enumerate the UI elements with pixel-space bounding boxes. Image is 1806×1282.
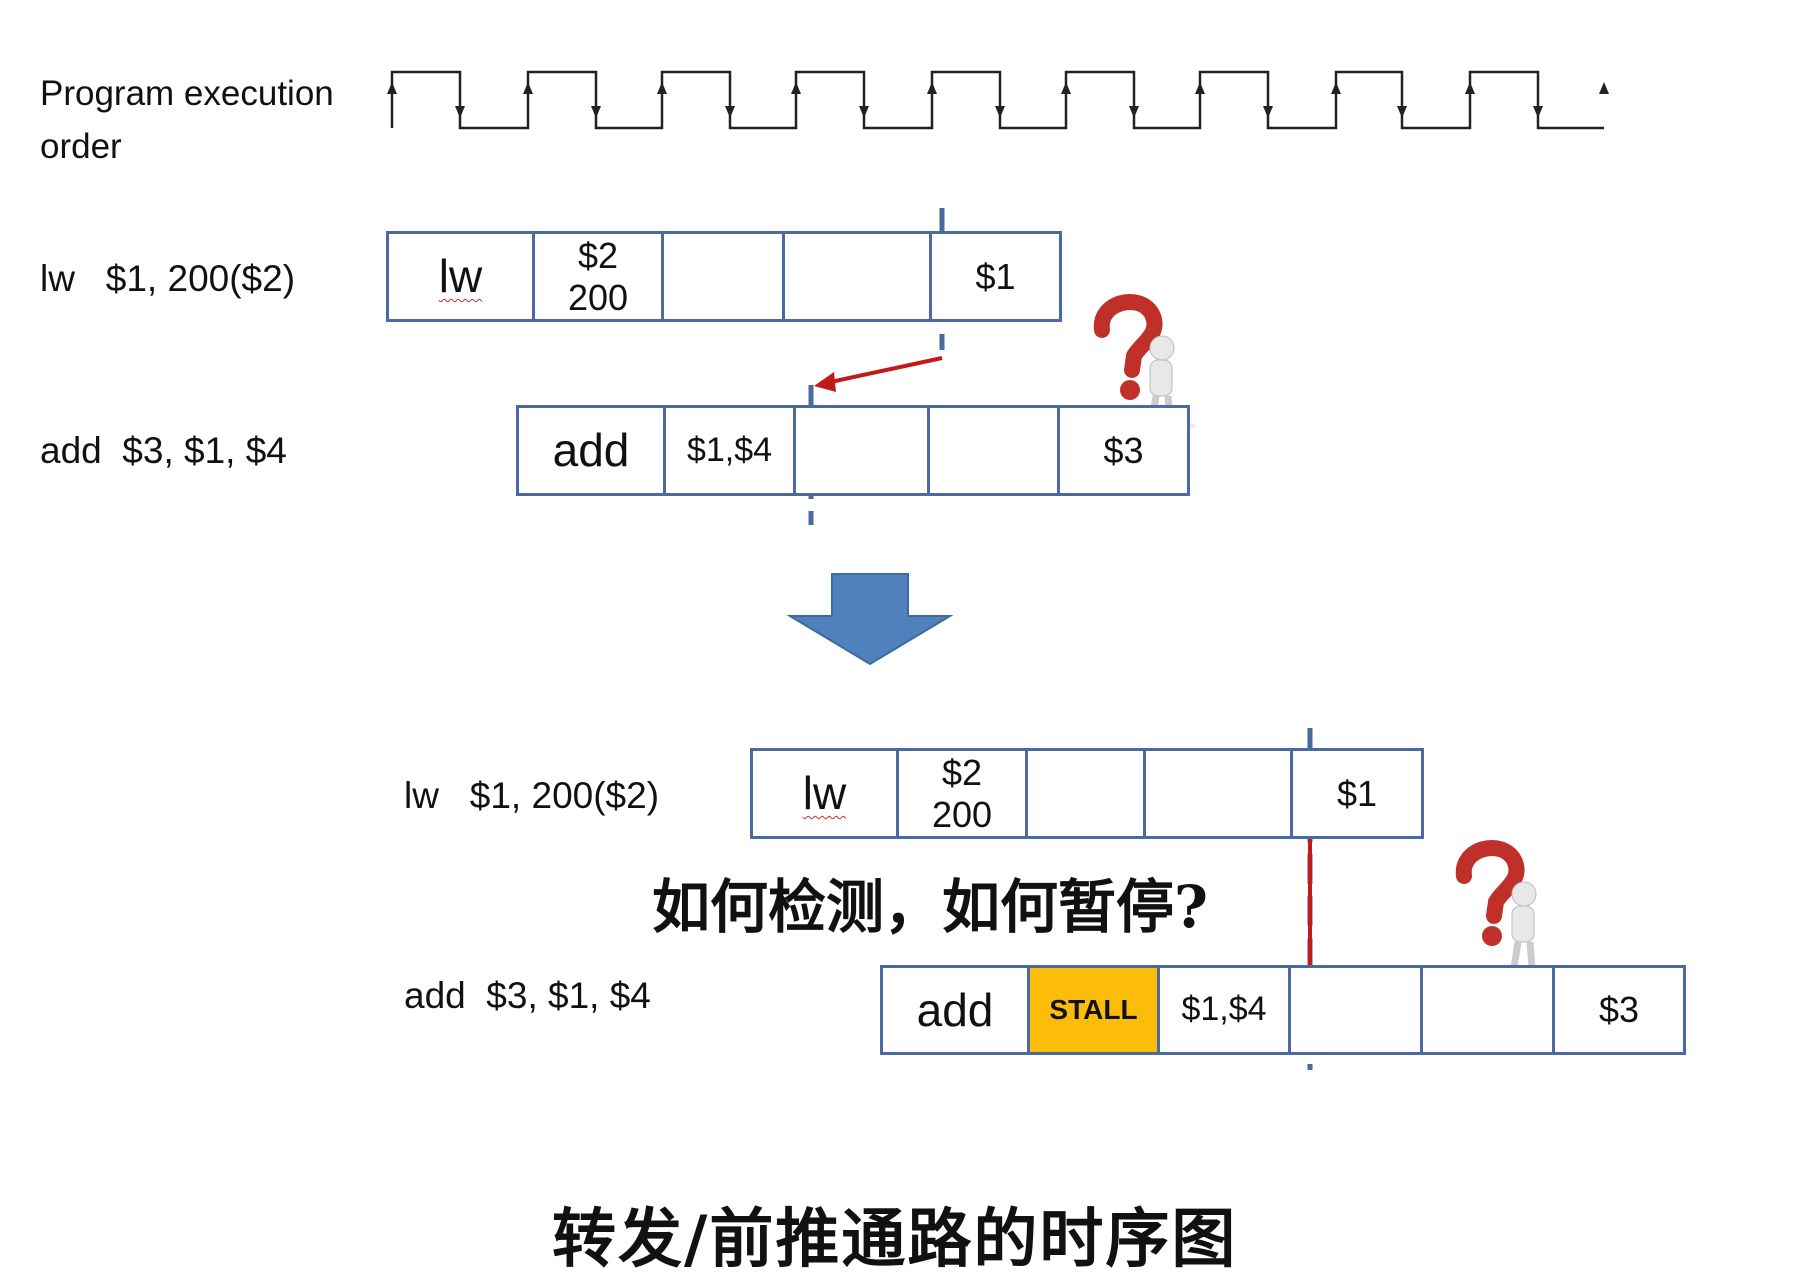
stage-mem <box>927 405 1060 496</box>
stage-wb: $3 <box>1552 965 1686 1055</box>
stage-if: lw <box>386 231 535 322</box>
lw-instruction-label: lw $1, 200($2) <box>40 258 296 299</box>
question-text: 如何检测，如何暂停? <box>652 873 1208 941</box>
clock-edge-arrows <box>387 82 1609 118</box>
stage-ex <box>793 405 930 496</box>
stage-mem <box>1420 965 1555 1055</box>
stage-id: $2 200 <box>896 748 1028 839</box>
clock-waveform <box>390 70 1604 130</box>
stage-mem <box>1143 748 1293 839</box>
stage-wb: $1 <box>929 231 1062 322</box>
stage-wb: $1 <box>1290 748 1424 839</box>
stage-ex <box>1288 965 1423 1055</box>
forward-arrow-head <box>814 372 836 392</box>
question-figure-icon <box>1455 840 1558 977</box>
forward-arrow <box>825 356 943 385</box>
stage-if: add <box>516 405 666 496</box>
add-instruction-label: add $3, $1, $4 <box>404 975 651 1016</box>
diagram-caption: 转发/前推通路的时序图 <box>552 1202 1238 1277</box>
stage-ex <box>1025 748 1146 839</box>
stage-if: add <box>880 965 1030 1055</box>
stall-bubble: STALL <box>1027 965 1160 1055</box>
stage-mem <box>782 231 932 322</box>
add-instruction-label: add $3, $1, $4 <box>40 430 287 471</box>
stage-ex <box>661 231 785 322</box>
stage-id: $2 200 <box>532 231 664 322</box>
stage-if: lw <box>750 748 899 839</box>
stage-id: $1,$4 <box>663 405 796 496</box>
clock-label: Program execution order <box>40 74 334 166</box>
down-arrow <box>786 573 954 666</box>
stage-wb: $3 <box>1057 405 1190 496</box>
stage-id: $1,$4 <box>1157 965 1291 1055</box>
lw-instruction-label: lw $1, 200($2) <box>404 775 660 816</box>
